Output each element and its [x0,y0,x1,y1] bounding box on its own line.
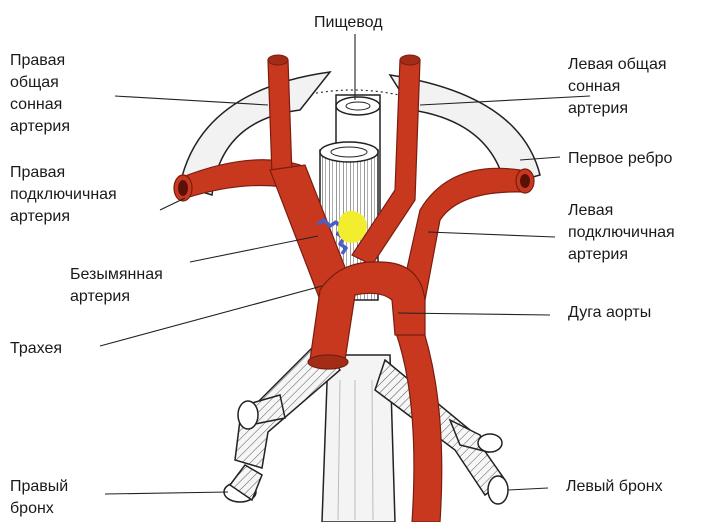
label-esophagus: Пищевод [314,12,383,34]
label-right-subclavian: Правая подключичная артерия [10,162,117,228]
label-right-common-carotid: Правая общая сонная артерия [10,50,70,138]
label-trachea: Трахея [10,338,62,360]
label-left-bronchus: Левый бронх [566,476,663,498]
label-right-bronchus: Правый бронх [10,476,68,520]
label-left-common-carotid: Левая общая сонная артерия [568,54,667,120]
label-innominate: Безымянная артерия [70,264,163,308]
label-first-rib: Первое ребро [568,148,672,170]
label-left-subclavian: Левая подключичная артерия [568,200,675,266]
right-common-carotid-artery [268,60,292,175]
label-aortic-arch: Дуга аорты [568,302,651,324]
descending-aorta [395,320,442,522]
